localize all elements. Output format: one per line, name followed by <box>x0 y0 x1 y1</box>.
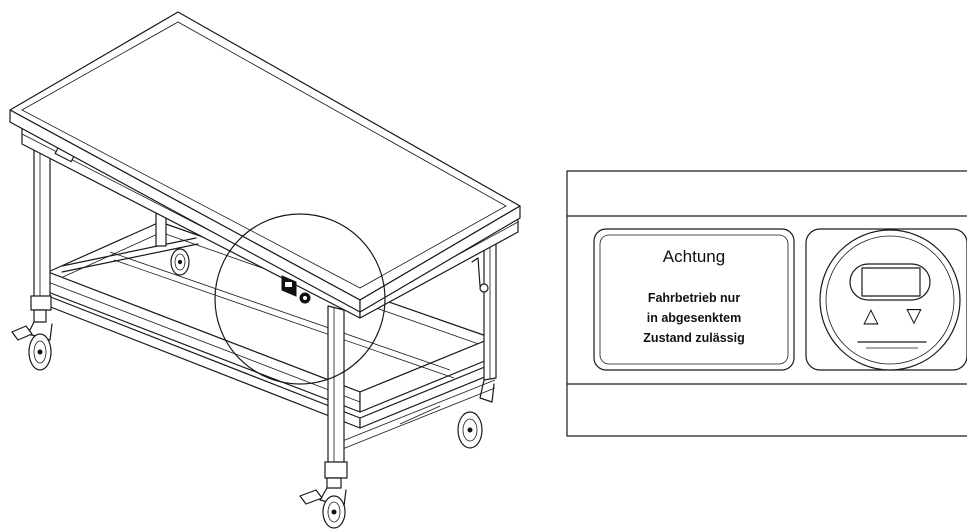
detail-callout-circle <box>214 213 386 385</box>
hand-control-unit: △ ▽ <box>805 228 967 371</box>
display-screen <box>861 267 921 297</box>
detail-view: Achtung Fahrbetrieb nur in abgesenktem Z… <box>566 170 967 437</box>
caster-back-left <box>170 248 190 276</box>
lower-shelf-frame <box>47 221 496 455</box>
down-arrow-icon[interactable]: ▽ <box>906 303 922 327</box>
front-leg-right <box>324 305 348 479</box>
detail-panel-frame <box>566 170 967 437</box>
table-top <box>9 11 521 313</box>
mobile-workbench <box>9 11 521 529</box>
caster-front-right <box>299 477 347 529</box>
warning-line-2: in abgesenktem <box>647 311 741 325</box>
warning-line-3: Zustand zulässig <box>643 331 744 345</box>
warning-title: Achtung <box>663 247 725 266</box>
warning-line-1: Fahrbetrieb nur <box>648 291 741 305</box>
caster-back-right <box>457 379 495 449</box>
back-leg-right <box>471 225 497 381</box>
control-box-small <box>281 275 311 304</box>
up-arrow-icon[interactable]: △ <box>863 303 879 327</box>
caster-front-left <box>11 309 53 371</box>
warning-label: Achtung Fahrbetrieb nur in abgesenktem Z… <box>593 228 795 371</box>
